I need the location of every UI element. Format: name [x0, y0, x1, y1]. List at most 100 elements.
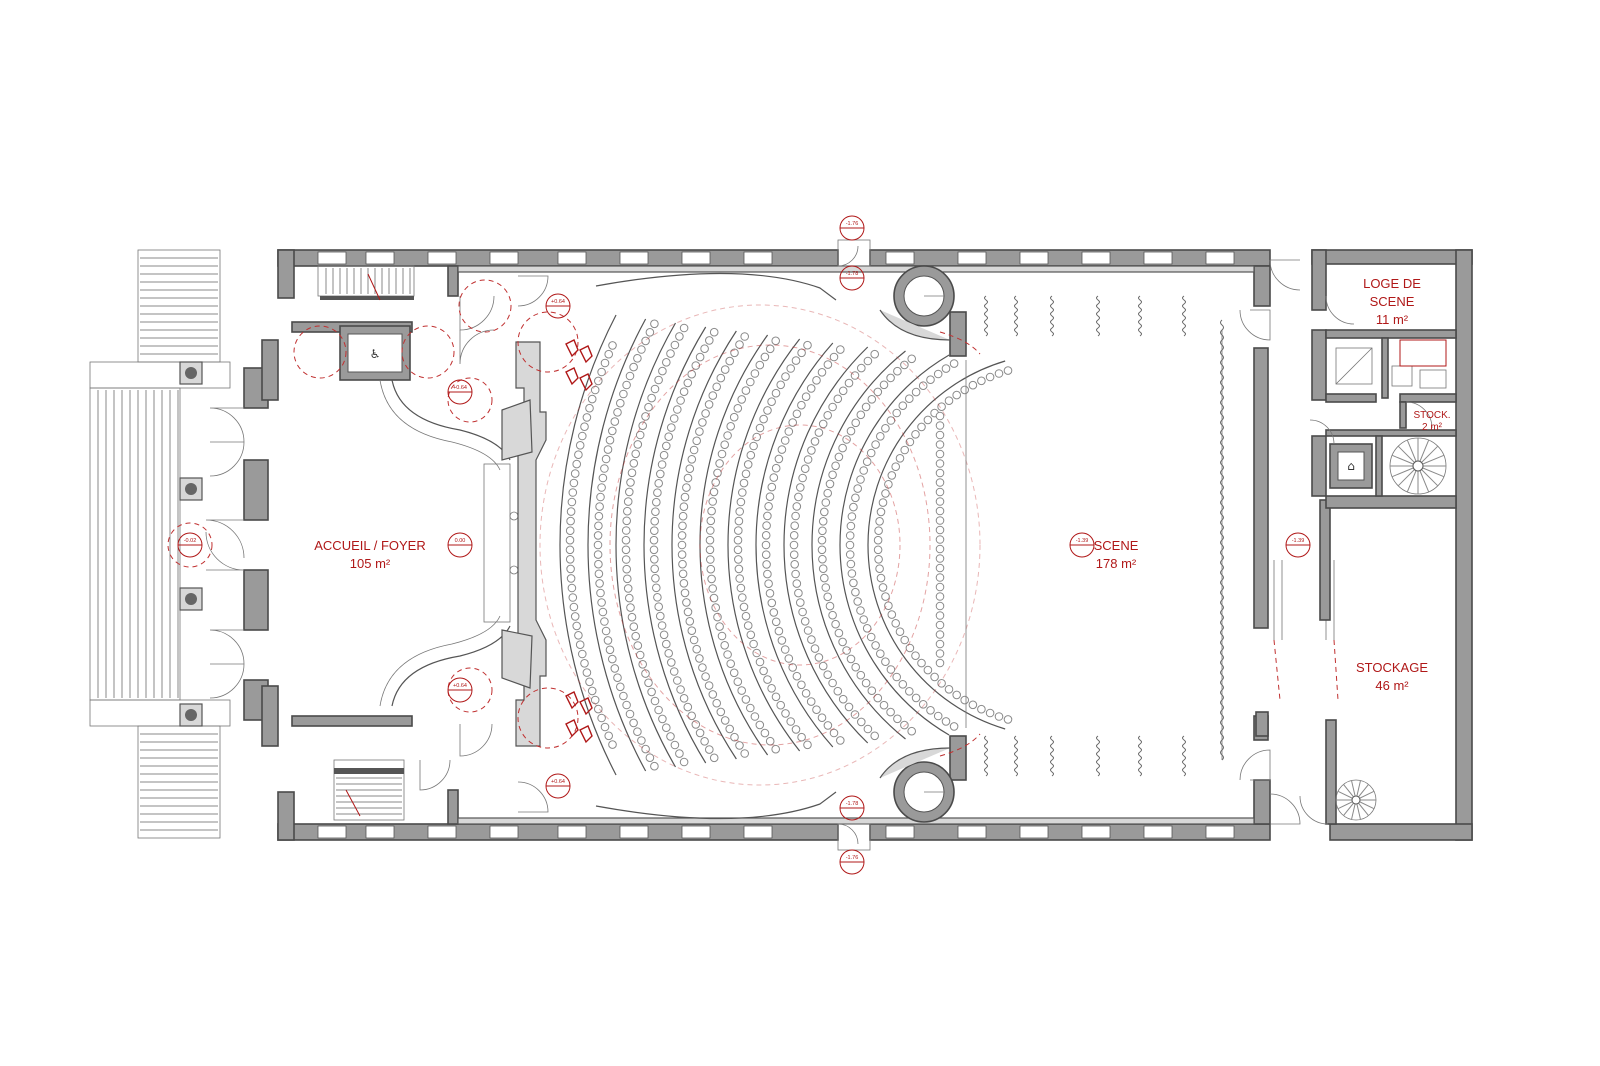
seat [823, 488, 833, 498]
window [1019, 825, 1049, 839]
seat [687, 626, 697, 636]
seat [734, 555, 743, 564]
seat [738, 488, 747, 497]
seat [944, 396, 954, 406]
seat [900, 360, 909, 370]
seat [600, 464, 609, 473]
seat [918, 381, 928, 391]
seat [814, 653, 824, 662]
seat [884, 601, 893, 611]
seat [604, 731, 614, 741]
seat [935, 430, 945, 440]
seat [761, 531, 771, 540]
seating [565, 319, 1013, 771]
seat [574, 450, 583, 460]
seat [692, 436, 702, 446]
seat [669, 667, 679, 676]
seat-row-line [727, 338, 801, 752]
seat [673, 405, 682, 414]
spiral-core [1351, 795, 1361, 805]
seat [949, 722, 959, 731]
seat [682, 598, 691, 607]
seat [873, 535, 883, 545]
seat [678, 559, 687, 569]
seat [638, 660, 648, 669]
seat [590, 385, 600, 395]
seat [637, 736, 646, 745]
window [681, 825, 711, 839]
seat [862, 457, 872, 467]
seat [857, 717, 866, 727]
seat [892, 672, 902, 682]
curtain-top [1138, 295, 1142, 337]
seat [644, 678, 653, 688]
seat [687, 711, 697, 721]
seat [781, 372, 790, 381]
seat [631, 449, 641, 459]
seat [842, 646, 851, 655]
seat [608, 654, 617, 664]
seat [792, 502, 802, 511]
level-hall-upper: +0.64 [551, 299, 565, 305]
seat [818, 526, 827, 536]
seat [641, 412, 650, 421]
room-area-stock: 2 m² [1422, 422, 1443, 433]
level-tag-foyer: 0.00 [447, 532, 473, 558]
seat [752, 648, 762, 658]
seat [886, 665, 896, 674]
seat [683, 378, 693, 388]
seat-row-line [587, 318, 647, 772]
seat [828, 610, 837, 620]
seat [716, 373, 726, 383]
seat [935, 487, 945, 497]
seat [767, 598, 777, 608]
seat-row-line [839, 354, 950, 736]
seat [750, 712, 760, 721]
seat [585, 403, 594, 413]
seat [952, 390, 962, 400]
seat [651, 507, 660, 517]
seat [740, 749, 750, 758]
seat [1003, 715, 1013, 724]
seat [700, 344, 709, 354]
seat [664, 649, 674, 658]
seat [935, 601, 945, 611]
annex-walls [1311, 249, 1473, 841]
seat [893, 366, 902, 376]
seat [656, 469, 665, 479]
seat [729, 668, 739, 678]
stage-doors [1239, 259, 1339, 825]
seat [994, 712, 1004, 721]
seat [652, 583, 661, 593]
seat [743, 460, 753, 469]
seat [565, 545, 575, 555]
seat [749, 639, 758, 649]
seat [851, 587, 860, 597]
seat [706, 555, 715, 564]
seat [715, 622, 724, 631]
seat [650, 696, 660, 706]
level-tag-backstage: -1.39 [1285, 532, 1311, 558]
accessible-icon: ♿ [370, 347, 381, 361]
seat [578, 431, 587, 441]
seat [849, 578, 858, 588]
seat [861, 678, 871, 688]
entrance-columns [179, 361, 203, 727]
seat [803, 455, 813, 464]
seat [873, 387, 883, 397]
seat [935, 535, 945, 544]
seat [871, 641, 880, 650]
seat [823, 670, 833, 680]
seat [844, 378, 854, 388]
seat [876, 649, 885, 659]
seat [797, 400, 806, 410]
room-area-scene: 178 m² [1096, 556, 1137, 571]
seat [594, 521, 603, 531]
seat [679, 502, 689, 512]
seat [853, 484, 863, 493]
seat [935, 630, 945, 639]
seat [935, 554, 945, 563]
window [1019, 251, 1049, 265]
seat [886, 416, 896, 425]
seat [734, 564, 744, 574]
